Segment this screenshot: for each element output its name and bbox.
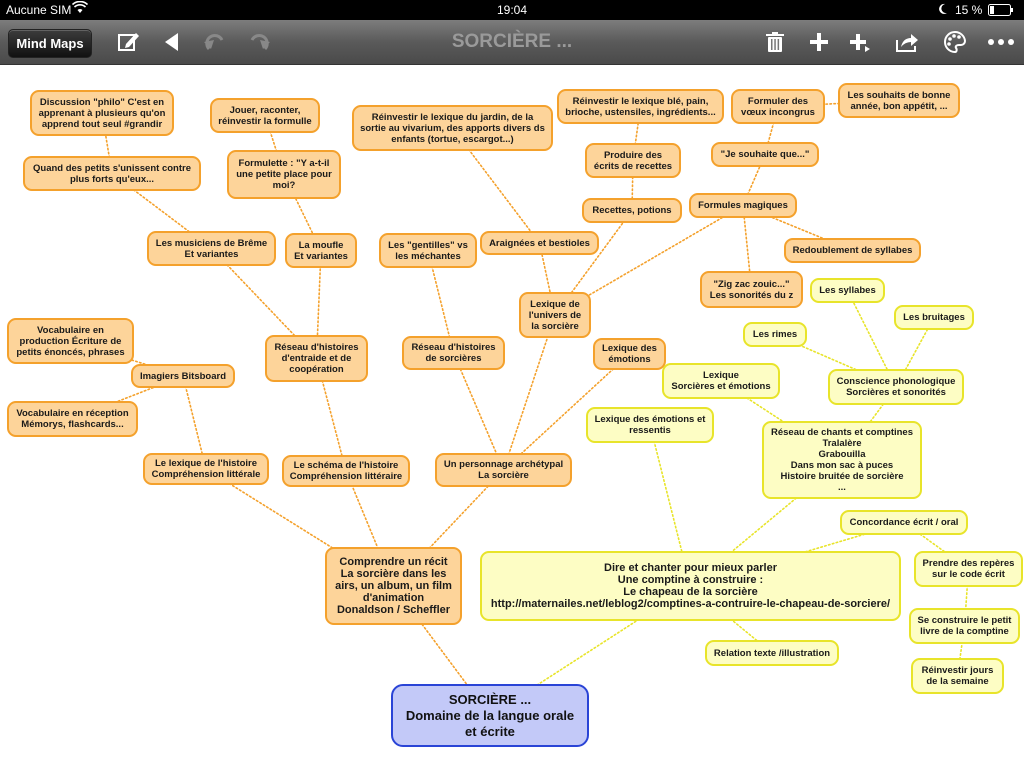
connector-formules-zigzac — [742, 204, 753, 291]
node-gentilles-mechantes[interactable]: Les "gentilles" vs les méchantes — [379, 233, 477, 268]
node-les-rimes[interactable]: Les rimes — [743, 322, 807, 347]
node-souhaits-bonne-annee[interactable]: Les souhaits de bonne année, bon appétit… — [838, 83, 960, 118]
node-lexique-emotions[interactable]: Lexique des émotions — [593, 338, 666, 370]
node-araignees-bestioles[interactable]: Araignées et bestioles — [480, 231, 599, 255]
node-reperes-code-ecrit[interactable]: Prendre des repères sur le code écrit — [914, 551, 1023, 587]
node-les-bruitages[interactable]: Les bruitages — [894, 305, 974, 330]
node-voeux-incongrus[interactable]: Formuler des vœux incongrus — [731, 89, 825, 124]
mind-maps-back-button[interactable]: Mind Maps — [8, 29, 92, 58]
node-reseau-sorcieres[interactable]: Réseau d'histoires de sorcières — [402, 336, 505, 370]
moon-icon — [938, 3, 948, 18]
back-arrow-icon[interactable] — [160, 30, 186, 54]
carrier-label: Aucune SIM — [6, 3, 72, 17]
node-formulette[interactable]: Formulette : "Y a-t-il une petite place … — [227, 150, 341, 199]
node-redoublement-syllabes[interactable]: Redoublement de syllabes — [784, 238, 921, 263]
node-recettes-potions[interactable]: Recettes, potions — [582, 198, 682, 223]
root-node[interactable]: SORCIÈRE ... Domaine de la langue orale … — [391, 684, 589, 747]
node-lexique-histoire[interactable]: Le lexique de l'histoire Compréhension l… — [143, 453, 269, 485]
node-vocabulaire-production[interactable]: Vocabulaire en production Écriture de pe… — [7, 318, 134, 364]
node-comprendre-un-recit[interactable]: Comprendre un récit La sorcière dans les… — [325, 547, 462, 625]
battery-icon — [988, 4, 1014, 19]
node-discussion-philo[interactable]: Discussion "philo" C'est en apprenant à … — [30, 90, 174, 136]
node-dire-et-chanter[interactable]: Dire et chanter pour mieux parler Une co… — [480, 551, 901, 621]
battery-percent: 15 % — [955, 3, 983, 17]
node-personnage-archetypal[interactable]: Un personnage archétypal La sorcière — [435, 453, 572, 487]
add-child-icon[interactable] — [806, 30, 832, 54]
node-jours-semaine[interactable]: Réinvestir jours de la semaine — [911, 658, 1004, 694]
palette-icon[interactable] — [942, 30, 968, 54]
node-imagiers-bitsboard[interactable]: Imagiers Bitsboard — [131, 364, 235, 388]
node-concordance-ecrit-oral[interactable]: Concordance écrit / oral — [840, 510, 968, 535]
node-petit-livre-comptine[interactable]: Se construire le petit livre de la compt… — [909, 608, 1020, 644]
node-musiciens-breme[interactable]: Les musiciens de Brême Et variantes — [147, 231, 276, 266]
share-icon[interactable] — [894, 30, 920, 54]
node-conscience-phonologique[interactable]: Conscience phonologique Sorcières et son… — [828, 369, 964, 405]
mind-map-canvas[interactable]: SORCIÈRE ... Domaine de la langue orale … — [0, 65, 1024, 768]
status-bar: Aucune SIM 19:04 15 % — [0, 0, 1024, 20]
connector-personnage-reseau_sorcieres — [452, 352, 505, 471]
connector-personnage-lexique_univers — [502, 314, 556, 471]
node-je-souhaite[interactable]: "Je souhaite que..." — [711, 142, 819, 167]
trash-icon[interactable] — [762, 30, 788, 54]
node-zig-zac-zouic[interactable]: "Zig zac zouic..." Les sonorités du z — [700, 271, 803, 308]
node-les-syllabes[interactable]: Les syllabes — [810, 278, 885, 303]
node-lexique-sorcieres-emotions[interactable]: Lexique Sorcières et émotions — [662, 363, 780, 399]
node-produire-recettes[interactable]: Produire des écrits de recettes — [585, 143, 681, 178]
connector-root-comprendre — [392, 585, 491, 717]
clock: 19:04 — [497, 3, 528, 17]
edit-icon[interactable] — [116, 30, 142, 54]
node-lexique-emotions-ressentis[interactable]: Lexique des émotions et ressentis — [586, 407, 714, 443]
node-schema-histoire[interactable]: Le schéma de l'histoire Compréhension li… — [282, 455, 410, 487]
node-reseau-entraide[interactable]: Réseau d'histoires d'entraide et de coop… — [265, 335, 368, 382]
undo-icon[interactable] — [202, 30, 228, 54]
redo-icon[interactable] — [246, 30, 272, 54]
node-formules-magiques[interactable]: Formules magiques — [689, 193, 797, 218]
wifi-icon — [71, 0, 89, 18]
node-petits-unissent[interactable]: Quand des petits s'unissent contre plus … — [23, 156, 201, 191]
node-moufle[interactable]: La moufle Et variantes — [285, 233, 357, 268]
connector-personnage-lexique_emotions — [502, 353, 631, 471]
node-vocabulaire-reception[interactable]: Vocabulaire en réception Mémorys, flashc… — [7, 401, 138, 437]
node-lexique-ble-pain[interactable]: Réinvestir le lexique blé, pain, brioche… — [557, 89, 724, 124]
node-reseau-chants-comptines[interactable]: Réseau de chants et comptines Tralalère … — [762, 421, 922, 499]
connector-comprendre-personnage — [392, 469, 505, 587]
more-icon[interactable] — [986, 30, 1016, 54]
node-relation-texte-illustration[interactable]: Relation texte /illustration — [705, 640, 839, 666]
node-lexique-univers[interactable]: Lexique de l'univers de la sorcière — [519, 292, 591, 338]
node-lexique-jardin[interactable]: Réinvestir le lexique du jardin, de la s… — [352, 105, 553, 151]
toolbar: Mind Maps SORCIÈRE ... — [0, 20, 1024, 65]
add-sibling-icon[interactable] — [846, 30, 872, 54]
node-jouer-raconter[interactable]: Jouer, raconter, réinvestir la formulle — [210, 98, 320, 133]
